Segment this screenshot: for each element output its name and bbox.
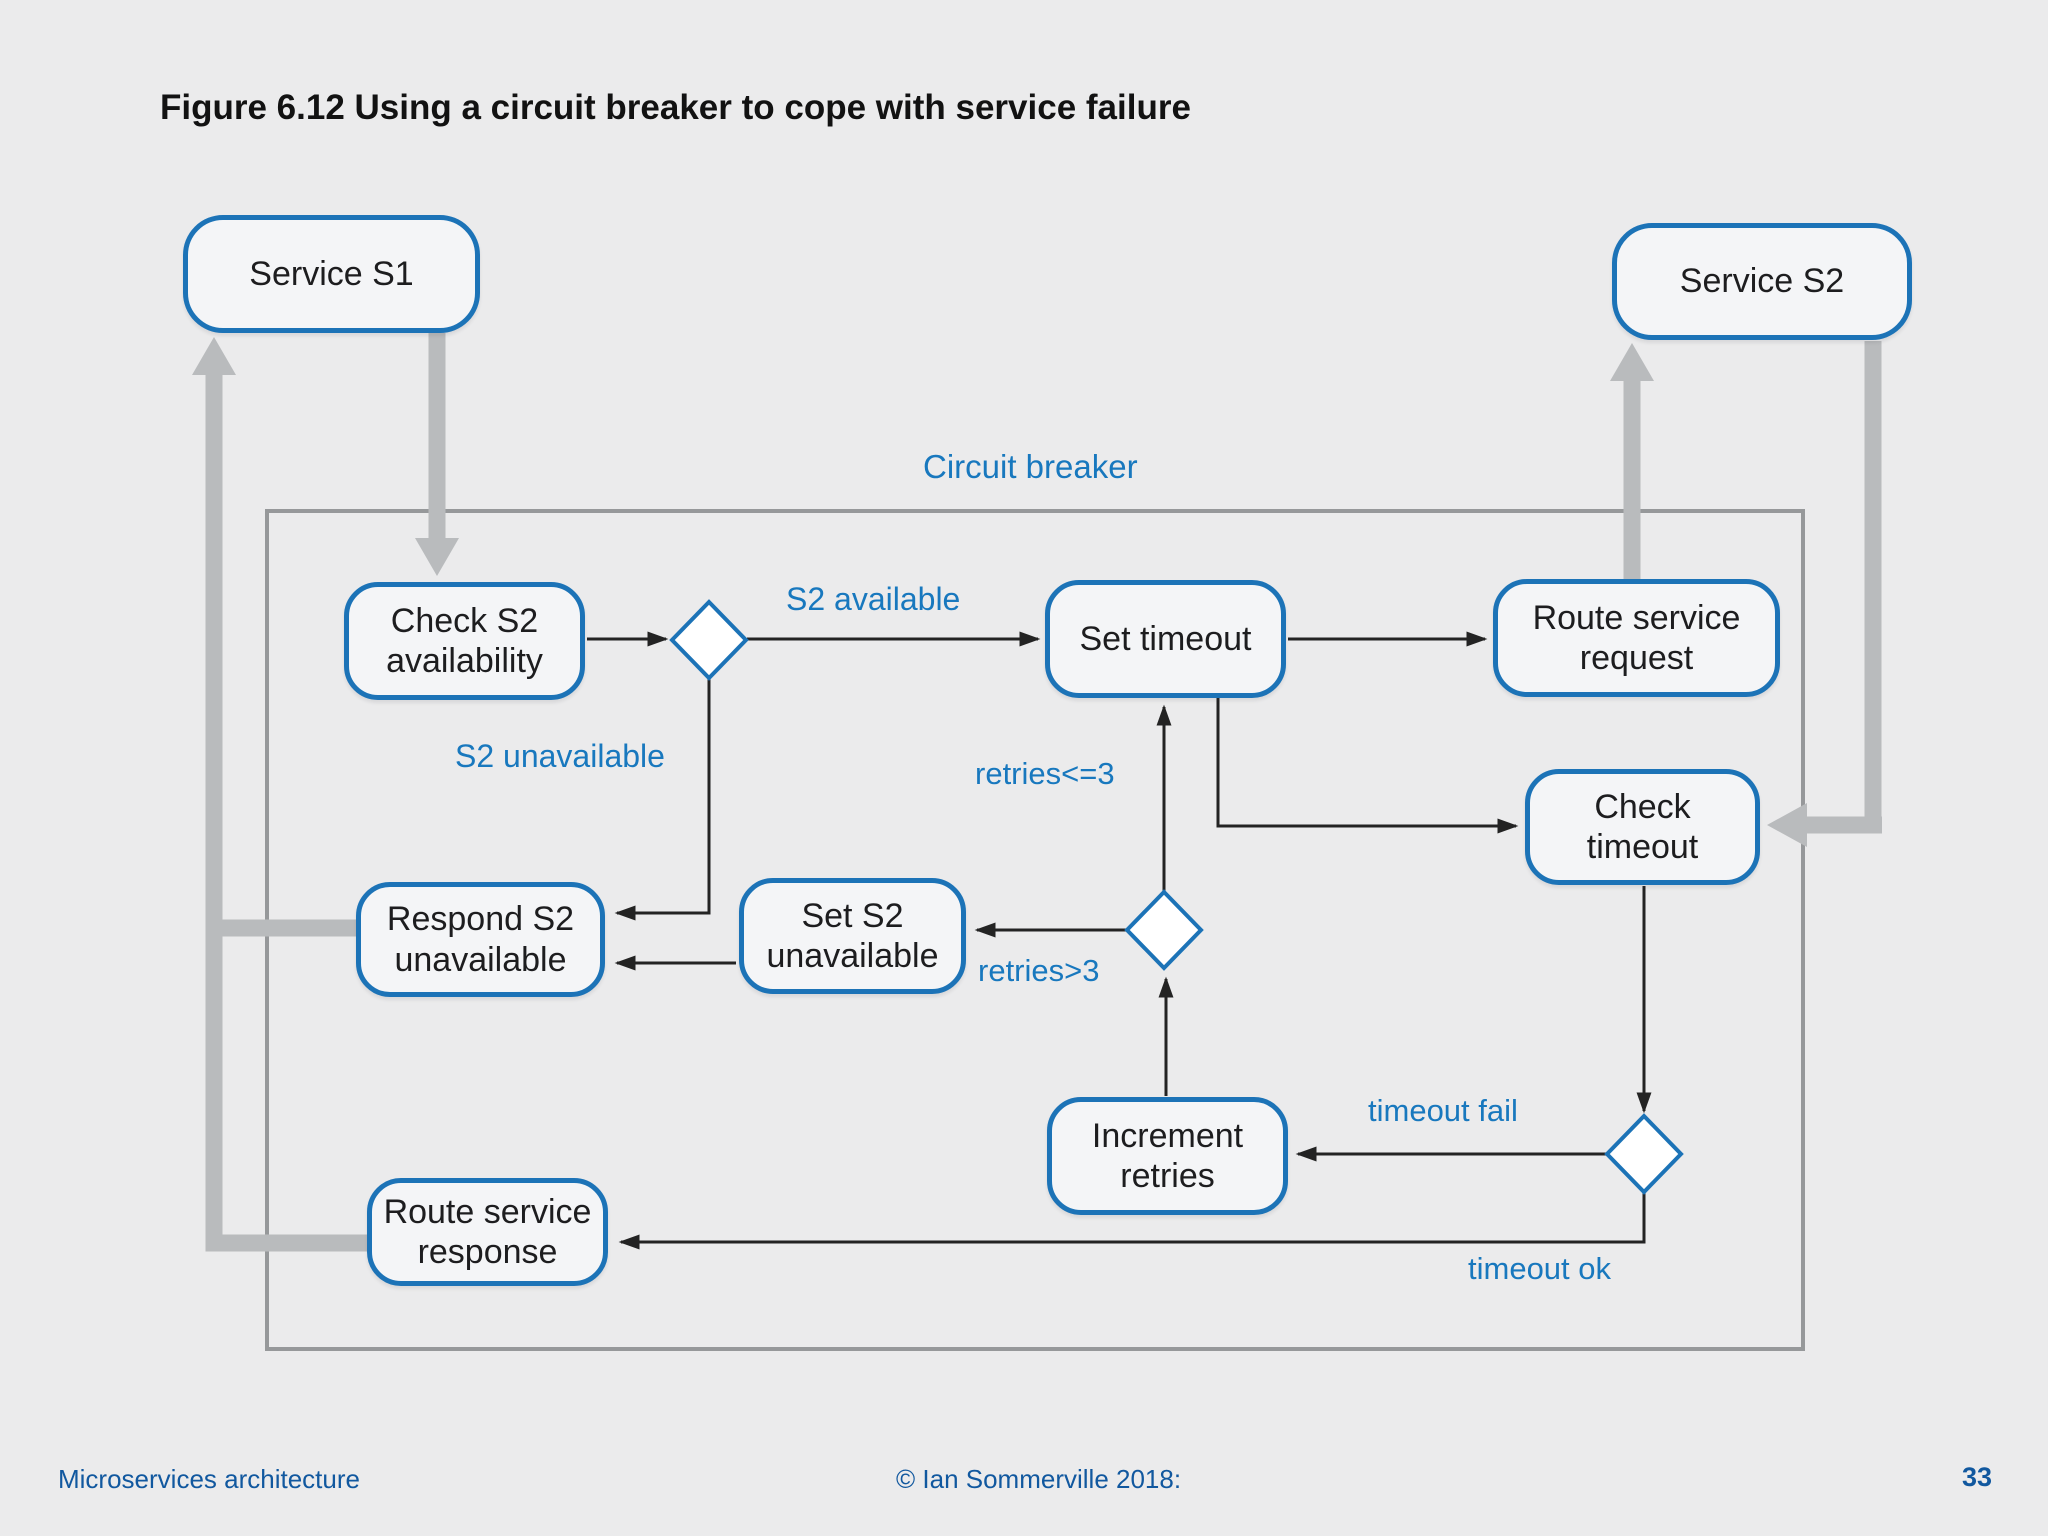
arrowhead-up-s1 [192, 337, 236, 375]
control-flow-arrows [587, 631, 1652, 1250]
node-service-s2: Service S2 [1612, 223, 1912, 340]
arrowhead-down-check-s2 [415, 538, 459, 576]
node-route-service-response: Route service response [367, 1178, 608, 1286]
arrowhead-up-s2 [1610, 343, 1654, 381]
node-check-s2-availability: Check S2 availability [344, 582, 585, 700]
node-set-s2-unavailable: Set S2 unavailable [739, 878, 966, 994]
decision-timeout-diamond [1604, 1113, 1684, 1195]
edge-set-timeout-to-check-timeout [1216, 698, 1519, 834]
decision-diamonds [669, 599, 1684, 1195]
node-check-timeout: Check timeout [1525, 769, 1760, 885]
thick-arrowheads [192, 337, 1807, 847]
edge-label-retries-gt-3: retries>3 [978, 953, 1100, 988]
figure-title: Figure 6.12 Using a circuit breaker to c… [160, 88, 1191, 127]
circuit-breaker-label: Circuit breaker [923, 448, 1138, 485]
node-set-timeout: Set timeout [1045, 580, 1286, 698]
edge-label-timeout-ok: timeout ok [1468, 1251, 1612, 1286]
decision-availability-diamond [669, 599, 749, 681]
footer-course-title: Microservices architecture [58, 1464, 360, 1494]
node-service-s1: Service S1 [183, 215, 480, 333]
edge-label-retries-le-3: retries<=3 [975, 756, 1115, 791]
node-respond-s2-unavailable: Respond S2 unavailable [356, 882, 605, 997]
arrowhead-left-check-timeout [1767, 803, 1807, 847]
footer-copyright: © Ian Sommerville 2018: [896, 1464, 1182, 1494]
node-increment-retries: Increment retries [1047, 1097, 1288, 1215]
thick-service-flow-arrows [205, 333, 1882, 1252]
edge-label-s2-available: S2 available [786, 581, 961, 617]
edge-label-s2-unavailable: S2 unavailable [455, 738, 665, 774]
edge-label-timeout-fail: timeout fail [1368, 1093, 1518, 1128]
edge-s2-unavailable [614, 679, 711, 921]
edge-timeout-ok [618, 1192, 1646, 1250]
node-route-service-request: Route service request [1493, 579, 1780, 697]
footer-page-number: 33 [1961, 1462, 1992, 1492]
decision-retries-diamond [1124, 889, 1204, 971]
